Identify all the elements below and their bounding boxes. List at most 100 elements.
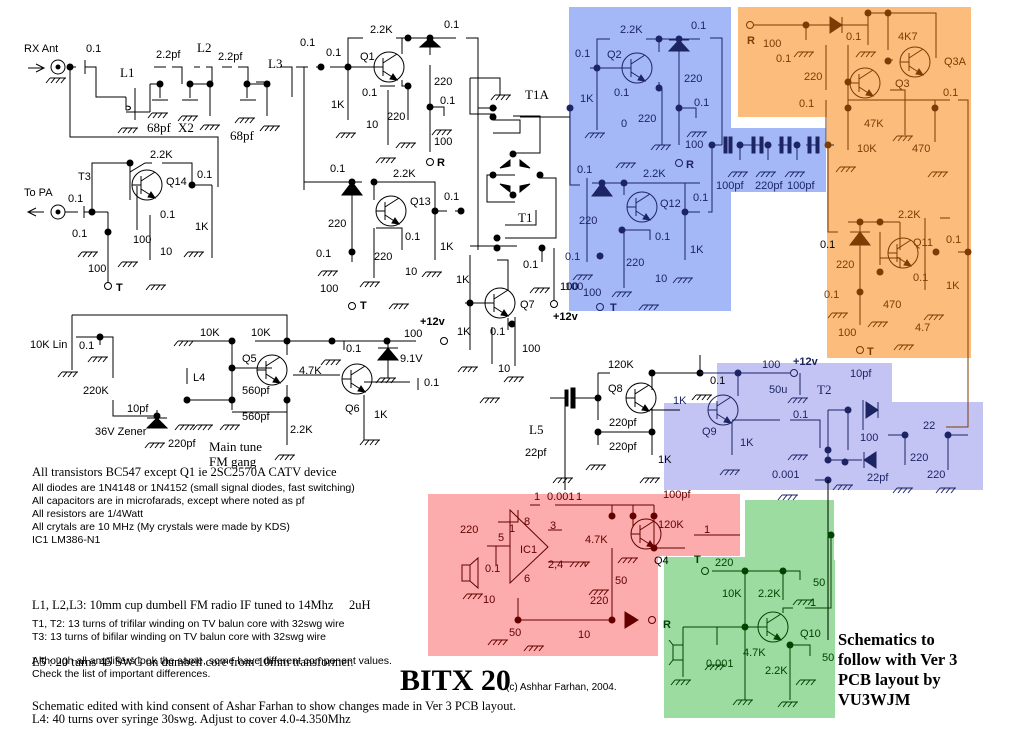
label: 220	[590, 595, 608, 607]
label: 0.1	[846, 31, 861, 43]
label: 1K	[946, 280, 960, 292]
label: 0.1	[160, 209, 175, 221]
follow-line: VU3WJM	[838, 690, 911, 709]
label: FM gang	[209, 454, 257, 469]
label: 100	[522, 343, 540, 355]
label: 2.2pf	[156, 49, 181, 61]
note-line: T1, T2: 13 turns of trifilar winding on …	[32, 618, 345, 630]
label: T1	[518, 210, 532, 225]
notes-differences: Although all amplifiers look the same, s…	[32, 655, 392, 681]
product-detector	[700, 369, 968, 640]
label: 0.1	[405, 231, 420, 243]
label: 22pf	[525, 447, 547, 459]
label: 10	[483, 594, 495, 606]
label: 2.2K	[290, 424, 313, 436]
label: 0.1	[440, 95, 455, 107]
label: Q1	[360, 51, 375, 63]
t-terminal-label: T	[694, 554, 701, 566]
label: Q8	[608, 383, 623, 395]
vcc-label: +12v	[793, 356, 819, 368]
label: 6	[524, 573, 530, 585]
follow-note: Schematics to follow with Ver 3 PCB layo…	[838, 630, 957, 710]
label: 68pf	[230, 128, 255, 143]
label: 1K	[457, 326, 471, 338]
label: 0.1	[793, 409, 808, 421]
label: 0.1	[424, 377, 439, 389]
label: 220	[626, 257, 644, 269]
rx-front-end	[28, 59, 340, 190]
labels-pink: 220 0.1 0.001 1 1 8 5 IC1 3 2,4 6 10 50 …	[460, 489, 710, 641]
label: 220	[579, 215, 597, 227]
label: Q10	[800, 628, 821, 640]
label: Q3	[895, 78, 910, 90]
t-terminal-label: T	[867, 346, 874, 358]
label: 0.1	[946, 234, 961, 246]
label: 0.1	[68, 193, 83, 205]
label: T2	[817, 382, 831, 397]
labels-blue: 0.1 2.2K Q2 1K 0.1 0 220 220 0.1 100 R 0…	[565, 20, 945, 484]
label: 4.7	[915, 322, 930, 334]
label: 1K	[690, 244, 704, 256]
label: 1K	[331, 99, 345, 111]
label: 220	[328, 218, 346, 230]
label: Q3A	[944, 56, 967, 68]
label: 560pf	[242, 411, 270, 423]
label: 0.1	[523, 259, 538, 271]
label: Main tune	[209, 439, 262, 454]
label: 10K	[857, 143, 877, 155]
label: Q6	[345, 403, 360, 415]
label: 10	[405, 266, 417, 278]
label: 0.1	[943, 87, 958, 99]
filter-cap-1-label: 100pf	[716, 180, 744, 192]
label: 0.1	[300, 37, 315, 49]
label: 10K	[200, 327, 220, 339]
label: L5	[529, 422, 543, 437]
label: 0.1	[444, 191, 459, 203]
note-line: Although all amplifiers look the same, s…	[32, 655, 392, 667]
label: 0	[621, 118, 627, 130]
label: 0.1	[694, 97, 709, 109]
note-line: IC1 LM386-N1	[32, 534, 101, 546]
label: 0.1	[316, 248, 331, 260]
region-orange-rx-amp	[738, 7, 971, 358]
ic1-label: IC1	[520, 544, 537, 556]
label: L3	[268, 56, 282, 71]
label: 100	[838, 327, 856, 339]
label: 0.1	[710, 375, 725, 387]
label: 100	[133, 234, 151, 246]
label: 560pf	[242, 385, 270, 397]
label: 0.001	[772, 469, 800, 481]
label: 1K	[673, 395, 687, 407]
label: 10	[498, 363, 510, 375]
note-line: T3: 13 turns of bifilar winding on TV ba…	[32, 631, 326, 643]
vcc-label: +12v	[420, 316, 446, 328]
label: 0.1	[693, 192, 708, 204]
label: L1	[120, 65, 134, 80]
note-line: All diodes are 1N4148 or 1N4152 (small s…	[32, 482, 355, 494]
note-line: L4: 40 turns over syringe 30swg. Adjust …	[32, 712, 351, 726]
label: 0.1	[565, 251, 580, 263]
label: 0.1	[197, 169, 212, 181]
label: 10K Lin	[30, 339, 67, 351]
label: 3	[550, 520, 556, 532]
labels-black: RX Ant 0.1 L1 2.2pf L2 2.2pf L3 68pf X2 …	[24, 19, 725, 469]
label: 2.2K	[898, 209, 921, 221]
labels-green: T 220 10K 2.2K 50 1 R Q10 0.001 4.7K 2.2…	[663, 554, 834, 677]
t-terminal-label: T	[610, 302, 617, 314]
label: 0.1	[824, 289, 839, 301]
notes-block-1: All diodes are 1N4148 or 1N4152 (small s…	[32, 482, 355, 547]
label: 1	[534, 491, 540, 503]
regions	[428, 7, 983, 718]
label: 0.1	[614, 87, 629, 99]
label: 4K7	[898, 31, 918, 43]
label: 100	[583, 287, 601, 299]
label: 0.1	[913, 272, 928, 284]
label: 220	[715, 557, 733, 569]
label: 100	[320, 283, 338, 295]
r-terminal-label: R	[437, 157, 445, 169]
label: 0.1	[575, 48, 590, 60]
region-green-mic	[664, 500, 835, 718]
q2-q12-amps	[566, 35, 723, 311]
label: 4.7K	[299, 365, 322, 377]
rx-ant-label: RX Ant	[24, 43, 58, 55]
